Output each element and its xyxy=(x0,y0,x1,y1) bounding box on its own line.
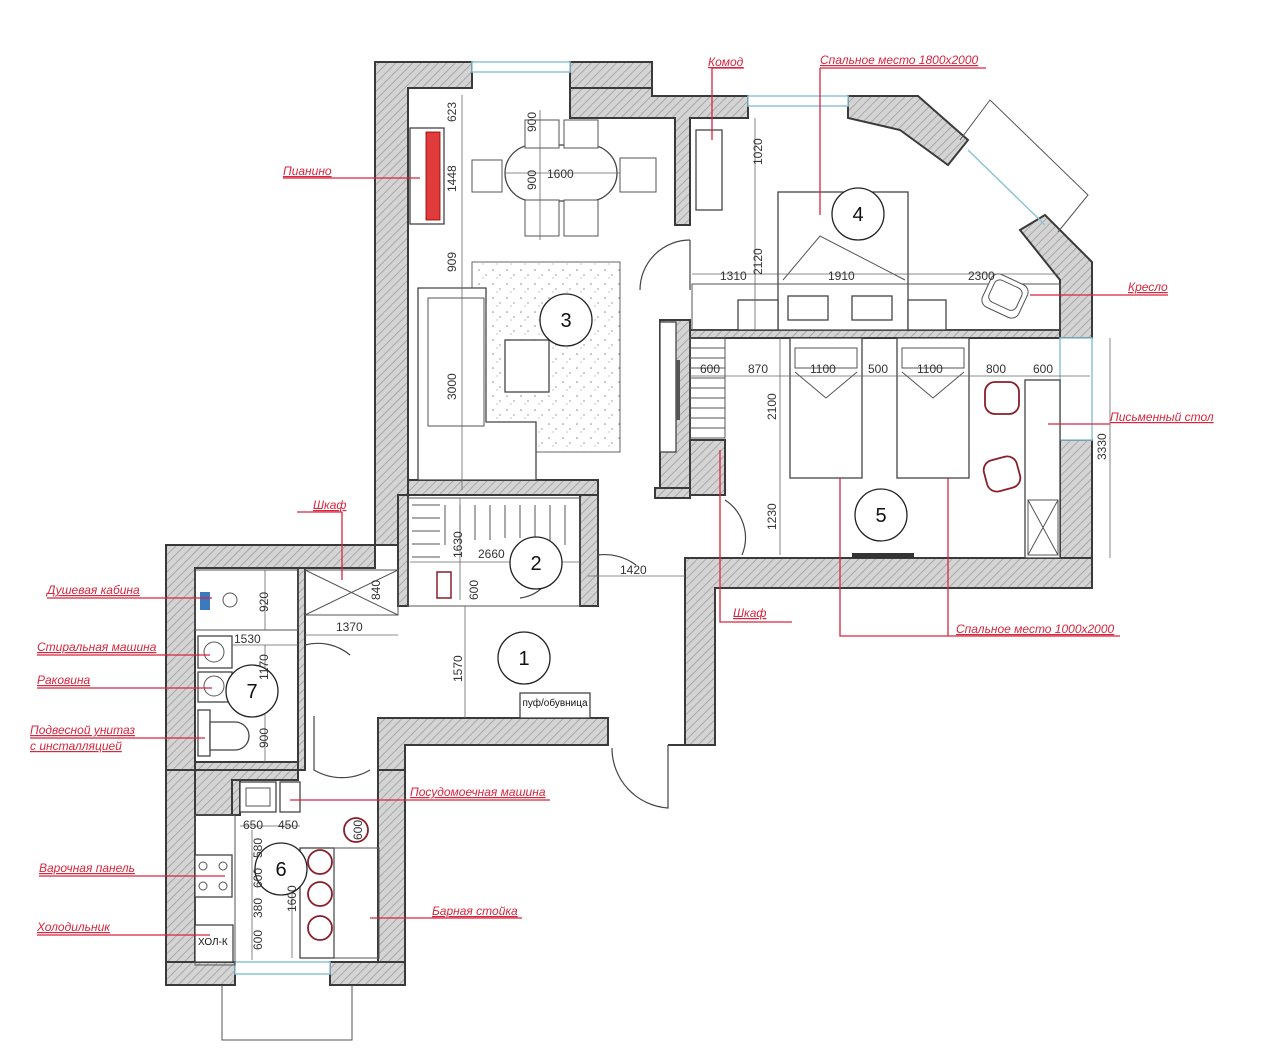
room-markers: 3 4 5 2 1 7 6 xyxy=(225,187,908,896)
dim-1600b: 1600 xyxy=(285,885,299,912)
dishwasher-label: Посудомоечная машина xyxy=(410,785,546,799)
dim-600e: 600 xyxy=(251,930,265,950)
dim-500: 500 xyxy=(868,362,888,376)
single-bed-label: Спальное место 1000х2000 xyxy=(956,622,1115,636)
walls xyxy=(165,61,1093,986)
bar-label: Барная стойка xyxy=(432,904,518,918)
armchair-label: Кресло xyxy=(1128,280,1168,294)
dim-1230: 1230 xyxy=(765,503,779,530)
toilet-label-1: Подвесной унитаз xyxy=(30,723,135,737)
dim-840: 840 xyxy=(369,580,383,600)
dim-1100a: 1100 xyxy=(810,362,836,376)
wardrobe-bottom-label: Шкаф xyxy=(733,606,766,620)
dim-1600a: 1600 xyxy=(547,167,574,181)
dimension-lines xyxy=(232,95,1111,960)
room-marker-3: 3 xyxy=(539,293,593,347)
dim-920: 920 xyxy=(257,592,271,612)
dim-600d: 600 xyxy=(251,868,265,888)
room-number: 3 xyxy=(560,310,571,332)
dim-900a: 900 xyxy=(525,112,539,132)
room-marker-5: 5 xyxy=(854,488,908,542)
kids-room xyxy=(689,337,1061,559)
dim-3330: 3330 xyxy=(1095,433,1109,460)
hob-label: Варочная панель xyxy=(39,861,135,875)
dim-1310: 1310 xyxy=(720,269,747,283)
dim-1100b: 1100 xyxy=(917,362,943,376)
annotation-leaders xyxy=(30,67,1168,936)
dim-650: 650 xyxy=(243,818,263,832)
dim-450: 450 xyxy=(278,818,298,832)
dim-2300: 2300 xyxy=(968,269,995,283)
dim-870: 870 xyxy=(748,362,768,376)
dim-2100: 2100 xyxy=(765,393,779,420)
dim-900b: 900 xyxy=(525,170,539,190)
dim-909: 909 xyxy=(445,252,459,272)
annotation-labels: Пианино Комод Спальное место 1800х2000 К… xyxy=(30,53,1214,934)
dim-600c: 600 xyxy=(467,580,481,600)
dim-1448: 1448 xyxy=(445,165,459,192)
room-number: 4 xyxy=(852,204,863,226)
dim-1420: 1420 xyxy=(620,563,647,577)
dim-380: 380 xyxy=(251,898,265,918)
dim-1370: 1370 xyxy=(336,620,363,634)
washer-label: Стиральная машина xyxy=(37,640,157,654)
dim-1170: 1170 xyxy=(257,654,271,680)
dim-1910: 1910 xyxy=(828,269,855,283)
bathroom xyxy=(194,569,299,757)
room-marker-1: 1 xyxy=(497,631,551,685)
room-number: 7 xyxy=(246,681,257,703)
kitchen xyxy=(194,781,380,966)
dim-900c: 900 xyxy=(257,728,271,748)
pouf-label: пуф/обувница xyxy=(522,697,588,709)
room-number: 5 xyxy=(875,505,886,527)
dim-800: 800 xyxy=(986,362,1006,376)
closet xyxy=(407,497,637,607)
dim-600a: 600 xyxy=(700,362,720,376)
room-marker-4: 4 xyxy=(831,187,885,241)
room-marker-2: 2 xyxy=(509,536,563,590)
room-number: 1 xyxy=(518,648,529,670)
fridge-label-annot: Холодильник xyxy=(36,920,111,934)
dim-1630: 1630 xyxy=(451,531,465,558)
room-number: 2 xyxy=(530,553,541,575)
windows xyxy=(221,61,1093,1041)
dim-2120: 2120 xyxy=(751,248,765,275)
sink-label: Раковина xyxy=(37,673,91,687)
dimension-text: 623 1448 909 3000 900 900 1600 1020 2120… xyxy=(234,102,1109,950)
dim-1570: 1570 xyxy=(451,655,465,682)
room-number: 6 xyxy=(275,859,286,881)
hall xyxy=(304,569,669,809)
dim-600b: 600 xyxy=(1033,362,1053,376)
dim-1530: 1530 xyxy=(234,632,261,646)
dim-623: 623 xyxy=(445,102,459,122)
fridge-label: ХОЛ-К xyxy=(198,937,228,948)
shower-label: Душевая кабина xyxy=(45,583,140,597)
desk-label: Письменный стол xyxy=(1110,410,1214,424)
dim-1020: 1020 xyxy=(751,138,765,165)
dim-3000: 3000 xyxy=(445,373,459,400)
room-marker-6: 6 xyxy=(254,842,308,896)
double-bed-label: Спальное место 1800х2000 xyxy=(820,53,979,67)
dim-580: 580 xyxy=(251,838,265,858)
room-marker-7: 7 xyxy=(225,664,279,718)
wardrobe-top-label: Шкаф xyxy=(313,498,346,512)
dim-2660: 2660 xyxy=(478,547,505,561)
dresser-label: Комод xyxy=(708,55,744,69)
toilet-label-2: с инсталляцией xyxy=(30,739,122,753)
piano-label: Пианино xyxy=(283,164,332,178)
dim-600f: 600 xyxy=(351,820,365,840)
